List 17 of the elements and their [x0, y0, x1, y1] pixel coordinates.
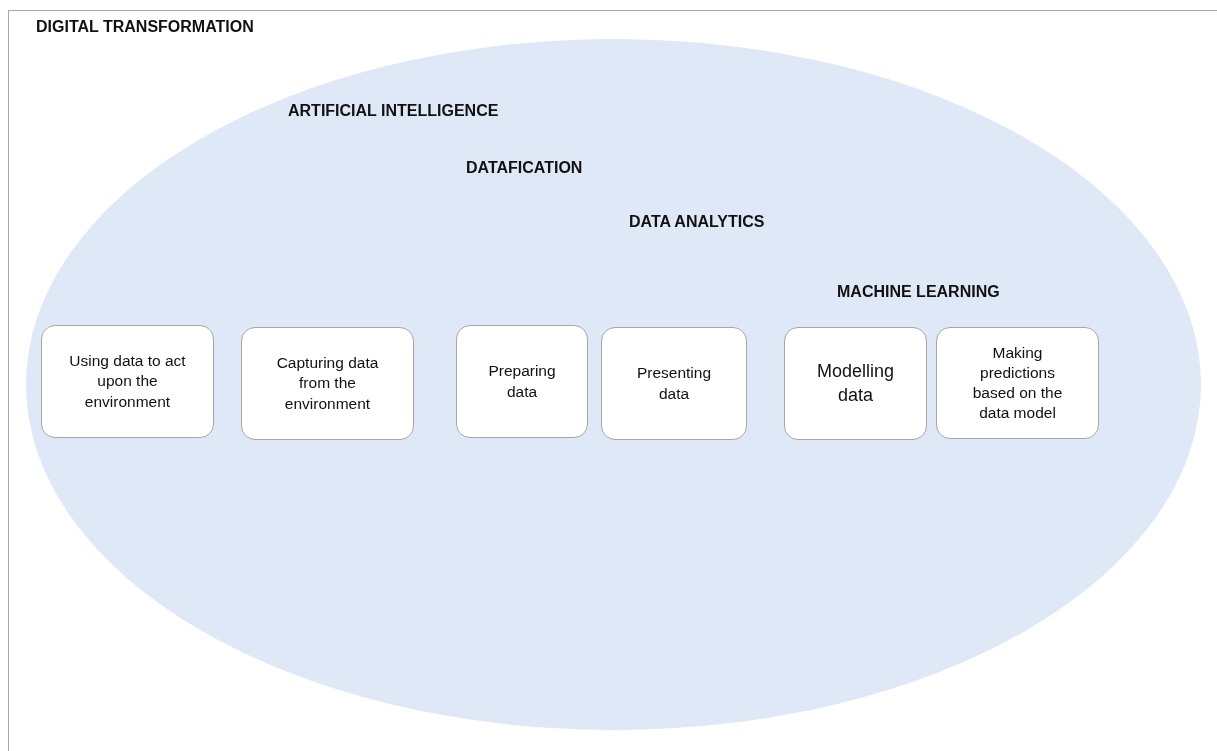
box-text: Preparing data: [487, 361, 557, 402]
rounded-box: [784, 327, 927, 440]
box-text: Making predictions based on the data model: [971, 342, 1064, 424]
rounded-box: [241, 327, 414, 440]
heading: DIGITAL TRANSFORMATION: [36, 18, 254, 36]
heading: DATA ANALYTICS: [629, 213, 765, 231]
box-text: Modelling data: [815, 360, 895, 407]
rounded-box: [41, 325, 214, 438]
box-text: Presenting data: [635, 363, 713, 404]
rounded-box: [456, 325, 588, 438]
box-text: Capturing data from the environment: [275, 353, 380, 414]
heading: ARTIFICIAL INTELLIGENCE: [288, 102, 499, 120]
rounded-box: [936, 327, 1099, 439]
box-text: Using data to act upon the environment: [68, 351, 187, 412]
heading: DATAFICATION: [466, 159, 583, 177]
rounded-box: [601, 327, 747, 440]
heading: MACHINE LEARNING: [837, 283, 1000, 301]
